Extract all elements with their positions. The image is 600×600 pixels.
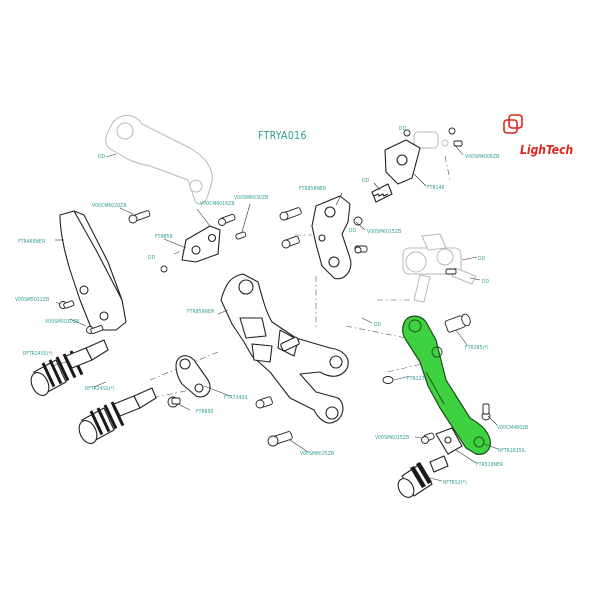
brake-pedal-tip [397,455,449,498]
label-dd: DD [482,279,490,285]
label-v00sm6015zb: V00SM6015ZB [375,435,409,441]
brand-name: LighTech [520,143,574,157]
label-v00sm6030zb: V00SM6030ZB [234,195,268,201]
shift-link-bracket [181,225,221,263]
label-rftr2815il: RFTR2815IL [498,448,526,454]
ghost-master-cylinder [402,233,477,303]
label-v00cm6016zb: V00CM6016ZB [200,201,235,207]
label-ftr468ner: FTR468NER [18,239,45,245]
label-rftr52: RFTR52(*) [443,480,467,486]
ghost-rearset-hanger [105,115,213,205]
label-ftr690: FTR690 [196,409,214,415]
heel-guard [59,210,127,331]
label-v00sm5012zb: V00SM5012ZB [15,297,49,303]
label-ftr859: FTR859 [155,234,173,240]
label-ftr519ner: FTR519NER [476,462,503,468]
label-ftr859ner: FTR859NER [187,309,214,315]
main-rearset-plate [220,273,349,424]
label-ftr285: FTR285(*) [465,345,489,351]
label-dd: DD [399,126,407,132]
ghost-reservoir [413,131,449,149]
footpeg-lower [78,387,157,444]
label-v00sm4006zb: V00SM4006ZB [465,154,499,160]
label-dd: DD [148,255,156,261]
label-ftr127: FTR127 [407,376,425,382]
label-ftr858ner: FTR858NER [299,186,326,192]
logo-emblem-inner [508,114,523,129]
callout-leaders [51,144,499,482]
label-dd: DD [374,322,382,328]
footpeg-upper [30,339,109,396]
brand-logo: LighTech [503,114,574,157]
label-ftr146: FTR146 [427,185,445,191]
label-dd: DD [98,154,106,160]
label-v00cm4602b: V00CM4602B [497,425,528,431]
label-ftr7040il: FTR7040IL [224,395,249,401]
label-rftr24ss: RFTR24SS(*) [85,386,115,392]
label-dd: DD [362,178,370,184]
label-dd: DD [349,228,357,234]
label-v00sm6015zb: V00SM6015ZB [367,229,401,235]
brake-plate [435,427,463,455]
reservoir-bracket [371,139,421,203]
brake-lever-highlighted [402,315,491,455]
shift-lever-pivot [175,355,211,398]
label-rftr24ss: RFTR24SS(*) [23,351,53,357]
label-v00cm6020zb: V00CM6020ZB [92,203,127,209]
label-v00sm8025zb: V00SM8025ZB [300,451,334,457]
part-labels: DD DD V00SM4006ZB FTR146 DD FTR858NER V0… [15,126,528,486]
upper-brake-bracket [311,195,352,280]
fasteners [59,127,491,447]
diagram-title: FTRYA016 [258,130,307,142]
label-dd: DD [478,256,486,262]
label-v00sm5020zb: V00SM5020ZB [45,319,79,325]
logo-emblem [503,119,518,134]
